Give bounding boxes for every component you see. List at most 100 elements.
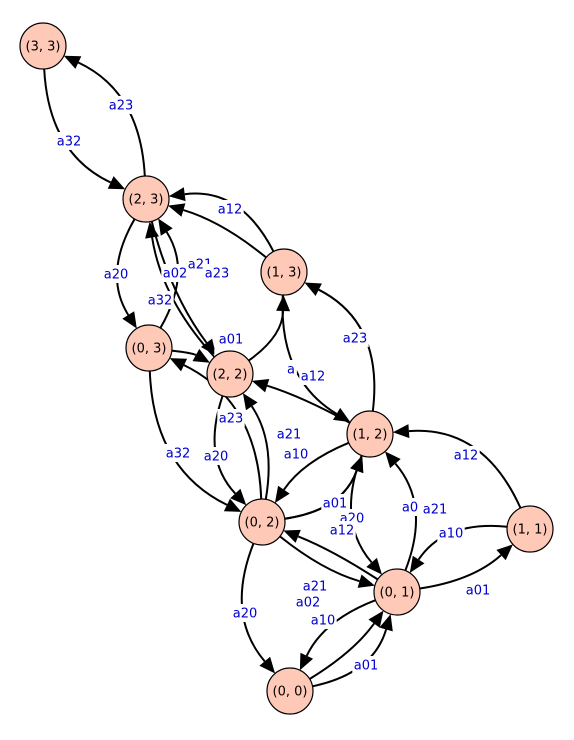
arrow-head-icon — [299, 652, 314, 671]
edge-label: a32 — [148, 294, 173, 309]
arrow-head-icon — [192, 348, 210, 363]
node-circle — [346, 410, 394, 458]
arrow-head-icon — [251, 379, 270, 393]
node-n23: (2, 3) — [122, 175, 170, 223]
node-label: (1, 2) — [353, 428, 388, 443]
edge-label: a — [287, 363, 295, 378]
arrow-head-icon — [168, 203, 186, 217]
node-label: (0, 2) — [245, 516, 280, 531]
edge-label-background — [341, 329, 369, 347]
edge-label-background — [107, 96, 135, 114]
edge-label-background — [164, 444, 192, 462]
edge-n23-n33 — [77, 61, 146, 177]
node-n11: (1, 1) — [506, 505, 554, 553]
edge-label: a01 — [466, 584, 491, 599]
edge-label-background — [294, 593, 322, 611]
node-label: (1, 3) — [267, 266, 302, 281]
edge-n12-n13 — [318, 288, 376, 412]
arrow-head-icon — [385, 451, 401, 469]
edge-n13-n23 — [183, 209, 267, 259]
edge-label-background — [321, 494, 349, 512]
node-n13: (1, 3) — [260, 248, 308, 296]
edge-label: a02 — [163, 267, 188, 282]
edge-label-background — [301, 577, 329, 595]
arrow-head-icon — [379, 614, 393, 632]
edge-n00-n01 — [309, 623, 375, 680]
edge-n33-n23 — [43, 68, 112, 184]
node-label: (0, 3) — [132, 342, 167, 357]
arrow-head-icon — [283, 529, 301, 543]
edge-label: a32 — [57, 135, 82, 150]
edges-layer — [43, 55, 522, 688]
edge-label-background — [202, 447, 230, 465]
edge-label-background — [299, 367, 327, 385]
edge-n02-n00 — [240, 543, 266, 662]
edge-n12-n02 — [283, 441, 350, 491]
edge-n01-n12 — [394, 462, 417, 571]
arrow-head-icon — [366, 557, 382, 575]
edge-label: a23 — [109, 99, 134, 114]
arrow-head-icon — [259, 656, 276, 674]
node-n12: (1, 2) — [346, 410, 394, 458]
node-n02: (0, 2) — [238, 498, 286, 546]
edge-n11-n12 — [408, 429, 522, 509]
edge-labels-layer: a23a32a12a02a21a23a20a32a01a23a12aa12a23… — [55, 96, 492, 674]
edge-label: a20 — [204, 450, 229, 465]
edge-label-background — [231, 604, 259, 622]
arrow-head-icon — [201, 338, 217, 356]
edge-label: a01 — [354, 659, 379, 674]
arrow-head-icon — [107, 176, 126, 190]
node-n22: (2, 2) — [206, 350, 254, 398]
node-circle — [266, 667, 314, 715]
node-circle — [506, 505, 554, 553]
edge-label: a01 — [219, 333, 244, 348]
edge-label-background — [452, 446, 480, 464]
node-label: (1, 1) — [513, 523, 548, 538]
edge-label: a01 — [323, 497, 348, 512]
edge-label-background — [285, 360, 297, 378]
edge-n12-n22 — [266, 384, 351, 424]
arrow-head-icon — [230, 488, 247, 506]
edge-label: a20 — [104, 268, 129, 283]
edge-label-background — [282, 445, 310, 463]
edge-label-background — [55, 132, 83, 150]
node-circle — [125, 324, 173, 372]
edge-label-background — [161, 264, 189, 282]
node-n33: (3, 3) — [19, 22, 67, 70]
edge-label: a21 — [277, 428, 302, 443]
node-label: (0, 1) — [380, 586, 415, 601]
edge-label: a12 — [218, 203, 243, 218]
arrow-head-icon — [304, 282, 322, 296]
node-label: (2, 2) — [213, 368, 248, 383]
arrow-head-icon — [242, 393, 258, 411]
edge-label: a12 — [454, 449, 479, 464]
edge-n01-n11 — [419, 554, 502, 590]
edge-label-background — [203, 264, 231, 282]
edge-label-background — [217, 409, 245, 427]
node-label: (0, 0) — [273, 685, 308, 700]
node-n03: (0, 3) — [125, 324, 173, 372]
node-circle — [238, 498, 286, 546]
arrow-head-icon — [392, 424, 410, 439]
arrow-head-icon — [368, 610, 384, 628]
edge-label: a12 — [330, 524, 355, 539]
edge-label-background — [217, 330, 245, 348]
edge-label: a32 — [166, 447, 191, 462]
arrow-head-icon — [496, 544, 513, 561]
node-label: (2, 3) — [129, 193, 164, 208]
edge-label: a23 — [343, 332, 368, 347]
edge-n13-n12 — [281, 294, 338, 415]
node-label: (3, 3) — [26, 40, 61, 55]
node-circle — [373, 568, 421, 616]
edge-label: a0 — [402, 501, 418, 516]
edge-label-background — [400, 498, 420, 516]
node-circle — [122, 175, 170, 223]
node-n01: (0, 1) — [373, 568, 421, 616]
edge-label-background — [216, 200, 244, 218]
arrow-head-icon — [169, 358, 188, 372]
edge-label: a21 — [423, 503, 448, 518]
edge-label: a20 — [233, 607, 258, 622]
edge-label-background — [464, 581, 492, 599]
edge-n01-n02 — [297, 535, 379, 581]
